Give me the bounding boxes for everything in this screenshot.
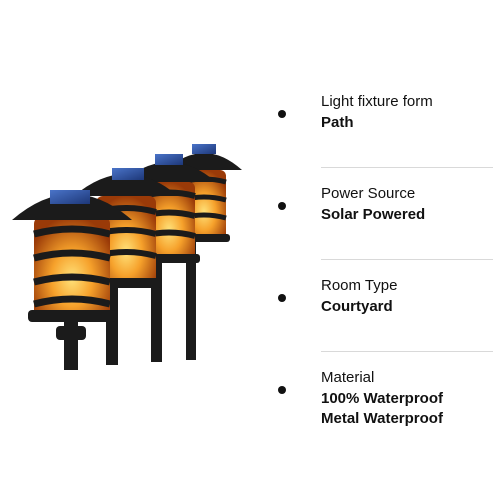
spec-item-room-type: Room Type Courtyard: [278, 272, 493, 364]
torch-light-1: [12, 190, 132, 370]
spec-value-line: Metal Waterproof: [321, 410, 443, 427]
spec-item-light-fixture-form: Light fixture form Path: [278, 88, 493, 180]
spec-label: Light fixture form: [321, 93, 433, 110]
spec-value-1: 100% Waterproof Metal Waterproof: [321, 389, 443, 429]
spec-item-material: Material 100% Waterproof Metal Waterproo…: [278, 364, 493, 456]
product-image: [12, 144, 242, 370]
spec-list: Light fixture form Path Power Source Sol…: [278, 88, 493, 456]
spec-label: Room Type: [321, 277, 398, 294]
divider: [321, 351, 493, 352]
spec-item-power-source: Power Source Solar Powered: [278, 180, 493, 272]
spec-value: Path: [321, 114, 354, 131]
bullet-dot-icon: [278, 294, 286, 302]
spec-label: Material: [321, 369, 375, 386]
bullet-dot-icon: [278, 110, 286, 118]
bullet-dot-icon: [278, 202, 286, 210]
bullet-dot-icon: [278, 386, 286, 394]
divider: [321, 167, 493, 168]
spec-value: Solar Powered: [321, 206, 426, 223]
spec-value-line: 100% Waterproof: [321, 390, 443, 407]
divider: [321, 259, 493, 260]
spec-value: Courtyard: [321, 298, 393, 315]
spec-label: Power Source: [321, 185, 416, 202]
